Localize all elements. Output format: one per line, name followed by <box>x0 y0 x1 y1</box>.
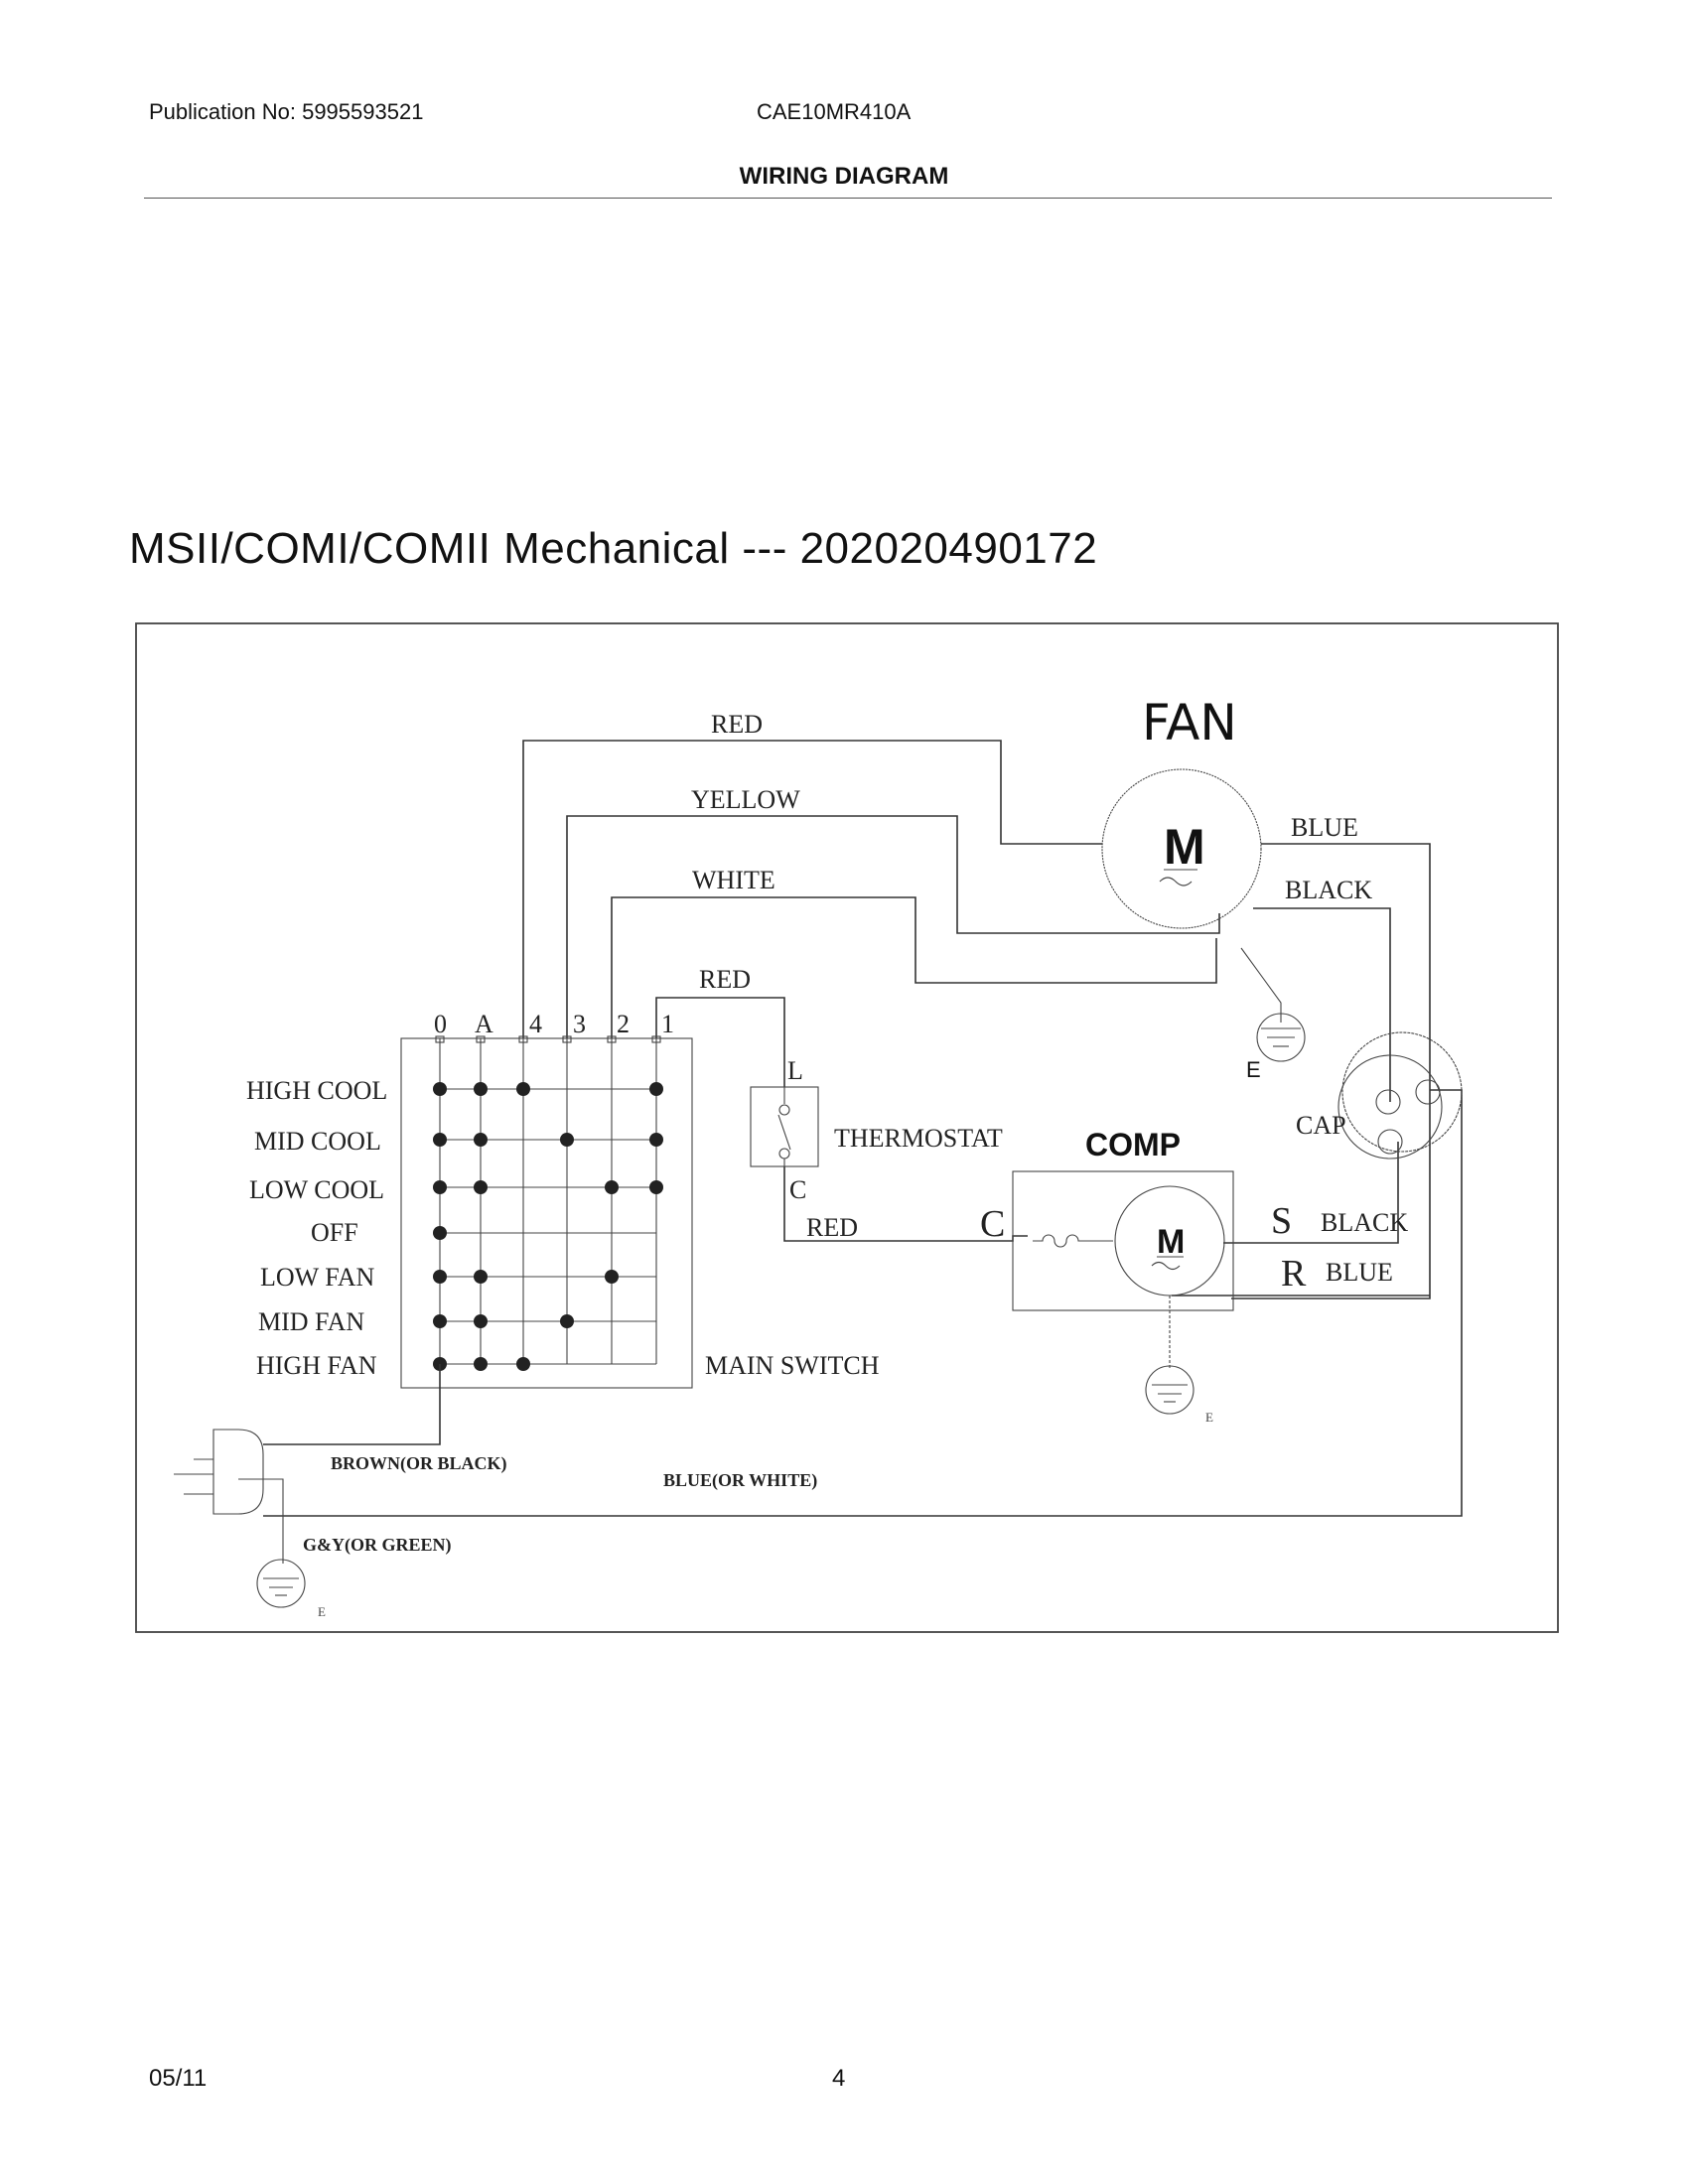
wire-red-top <box>522 740 1102 1038</box>
wire-power-blue <box>263 1089 1463 1517</box>
model-number: CAE10MR410A <box>757 99 912 124</box>
wire-label-black-fan: BLACK <box>1285 876 1372 904</box>
wire-label-red-top: RED <box>711 710 763 739</box>
publication-number: Publication No: 5995593521 <box>149 99 424 124</box>
wire-yellow <box>566 815 1220 1038</box>
overload-protector-icon <box>1033 1234 1113 1248</box>
comp-terminal-c: C <box>980 1203 1005 1245</box>
terminal-a: A <box>475 1010 493 1038</box>
fan-ground-lead <box>1240 947 1282 1023</box>
switch-position-high-fan: HIGH FAN <box>256 1351 377 1380</box>
header-divider <box>144 198 1552 199</box>
main-switch-box <box>400 1037 693 1389</box>
thermostat-c-label: C <box>789 1175 806 1204</box>
main-switch-label: MAIN SWITCH <box>705 1351 880 1380</box>
cap-terminal-herm-icon <box>1377 1129 1403 1155</box>
fan-motor-tilde-icon <box>1159 877 1193 887</box>
cap-terminal-common-icon <box>1415 1079 1441 1105</box>
wire-ground-gy <box>238 1478 284 1564</box>
fan-ground-label: E <box>1246 1057 1261 1082</box>
wire-label-power-blue: BLUE(OR WHITE) <box>663 1470 817 1491</box>
cap-terminal-fan-icon <box>1375 1089 1401 1115</box>
plug-body-icon <box>212 1429 264 1515</box>
wire-label-yellow: YELLOW <box>691 785 800 814</box>
wire-black-fan <box>1253 907 1391 1102</box>
fan-ground-icon <box>1256 1013 1306 1062</box>
capacitor-circle <box>1341 1031 1463 1153</box>
cap-label: CAP <box>1296 1111 1346 1140</box>
comp-ground-icon <box>1145 1365 1195 1415</box>
comp-motor-symbol: M <box>1157 1223 1185 1261</box>
wire-label-red-bottom: RED <box>806 1213 858 1242</box>
wire-label-red-mid: RED <box>699 965 751 994</box>
plug-ground-label: E <box>318 1604 326 1619</box>
wire-label-r-blue: BLUE <box>1326 1258 1393 1287</box>
diagram-frame <box>135 622 1559 1633</box>
thermostat-contact-icon <box>777 1114 791 1151</box>
comp-terminal-r: R <box>1281 1253 1307 1295</box>
diagram-title: MSII/COMI/COMII Mechanical --- 202020490… <box>129 524 1098 573</box>
switch-contact-dots <box>433 1082 663 1371</box>
comp-motor-tilde-icon <box>1151 1261 1181 1271</box>
terminal-1: 1 <box>661 1010 674 1038</box>
plug-ground-icon <box>256 1559 306 1608</box>
wire-label-s-black: BLACK <box>1321 1208 1408 1237</box>
fan-label: FAN <box>1142 694 1237 751</box>
switch-position-low-fan: LOW FAN <box>260 1263 375 1292</box>
comp-label: COMP <box>1085 1127 1181 1162</box>
wire-blue-fan <box>1231 843 1431 1299</box>
switch-position-mid-cool: MID COOL <box>254 1127 381 1156</box>
fan-motor-circle <box>1101 768 1262 929</box>
wire-label-white: WHITE <box>692 866 775 894</box>
wire-label-blue-fan: BLUE <box>1291 813 1358 842</box>
footer-page-number: 4 <box>832 2065 846 2092</box>
switch-position-high-cool: HIGH COOL <box>246 1076 387 1105</box>
thermostat-l-label: L <box>787 1056 803 1085</box>
wire-label-power-brown: BROWN(OR BLACK) <box>331 1453 507 1474</box>
wire-white <box>611 896 1217 1038</box>
comp-box <box>1012 1170 1234 1311</box>
main-switch-terminals: 0 A 4 3 2 1 <box>434 1010 674 1038</box>
wire-red-mid <box>655 997 785 1087</box>
thermostat-label: THERMOSTAT <box>834 1124 1003 1153</box>
footer-date: 05/11 <box>149 2065 208 2092</box>
fan-motor-symbol: M <box>1164 819 1205 875</box>
switch-position-low-cool: LOW COOL <box>249 1175 384 1204</box>
terminal-3: 3 <box>573 1010 586 1038</box>
terminal-4: 4 <box>529 1010 542 1038</box>
wire-s-black <box>1223 1142 1399 1244</box>
terminal-0: 0 <box>434 1010 447 1038</box>
wire-power-brown <box>263 1364 441 1445</box>
switch-position-mid-fan: MID FAN <box>258 1307 364 1336</box>
comp-terminal-s: S <box>1271 1200 1292 1242</box>
switch-position-off: OFF <box>311 1218 358 1247</box>
section-title: WIRING DIAGRAM <box>739 163 949 190</box>
wire-label-ground-gy: G&Y(OR GREEN) <box>303 1535 452 1556</box>
terminal-2: 2 <box>617 1010 630 1038</box>
comp-ground-label: E <box>1205 1410 1213 1425</box>
